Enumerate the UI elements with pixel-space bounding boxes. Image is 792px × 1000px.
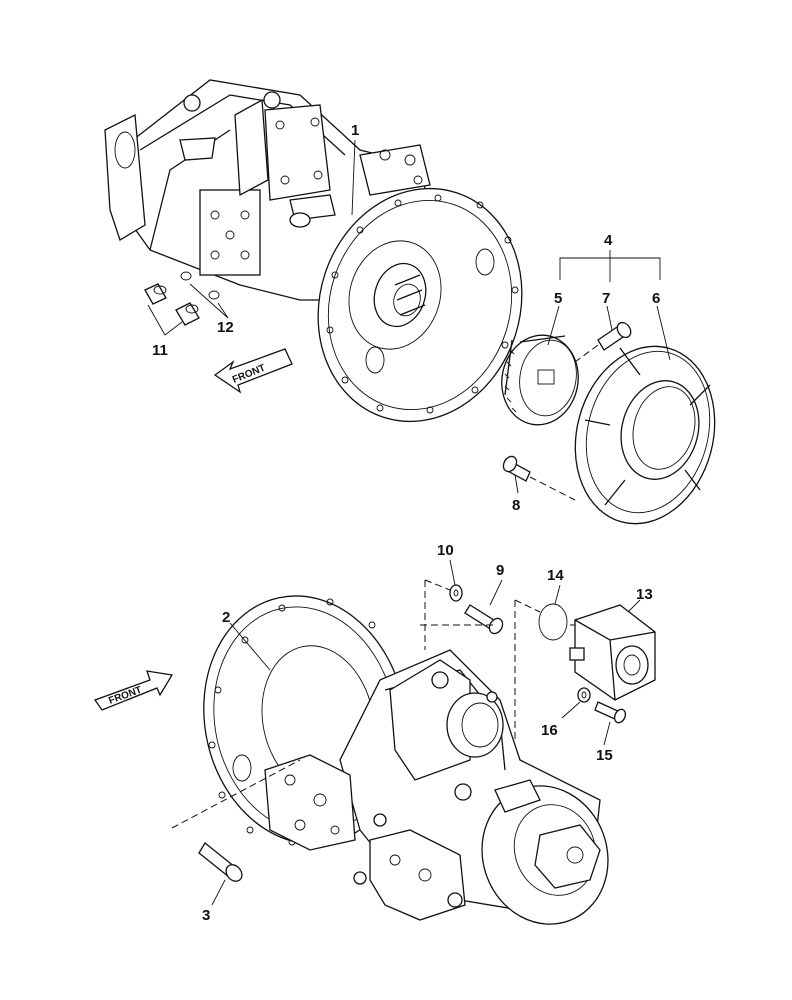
gear-pump-13 [569, 604, 656, 701]
lower-housing-bolt-holes [208, 598, 376, 846]
pump-assembly-top [104, 79, 523, 423]
housing-bolt-holes [326, 194, 519, 414]
washer-16 [577, 687, 591, 703]
callout-4-bracket [559, 250, 661, 282]
callout-16: 16 [541, 722, 558, 739]
callout-8: 8 [512, 497, 520, 514]
callout-3: 3 [202, 907, 210, 924]
callout-11: 11 [152, 342, 168, 359]
bolt-8 [502, 455, 576, 501]
callout-13: 13 [636, 586, 653, 603]
pump-assembly-bottom [203, 595, 609, 925]
callout-7: 7 [602, 290, 610, 307]
front-arrow-label-bottom: FRONT [107, 685, 143, 707]
callout-14: 14 [547, 567, 564, 584]
front-direction-arrow-top: FRONT [213, 348, 293, 394]
coupling-plate-6 [574, 345, 716, 525]
bolt-15 [594, 701, 627, 724]
bolt-9 [464, 604, 504, 635]
washer-10 [449, 584, 463, 602]
callout-10: 10 [437, 542, 454, 559]
leader-lines [147, 139, 671, 906]
front-direction-arrow-bottom: FRONT [93, 670, 174, 711]
callout-15: 15 [596, 747, 613, 764]
callout-9: 9 [496, 562, 504, 579]
gear-coupling-5 [501, 334, 579, 426]
assembly-line-9-10 [420, 579, 495, 650]
fitting-11-parts [144, 283, 200, 326]
callout-2: 2 [222, 609, 230, 626]
callout-4: 4 [604, 232, 613, 249]
bolt-7 [574, 321, 632, 363]
callout-5: 5 [554, 290, 562, 307]
callout-12: 12 [217, 319, 234, 336]
bolt-3 [171, 759, 301, 882]
callout-labels: 1 4 5 7 6 12 11 8 10 9 14 13 2 16 15 3 [152, 122, 660, 924]
callout-1: 1 [351, 122, 359, 139]
o-ring-12-parts [180, 271, 220, 300]
callout-6: 6 [652, 290, 660, 307]
